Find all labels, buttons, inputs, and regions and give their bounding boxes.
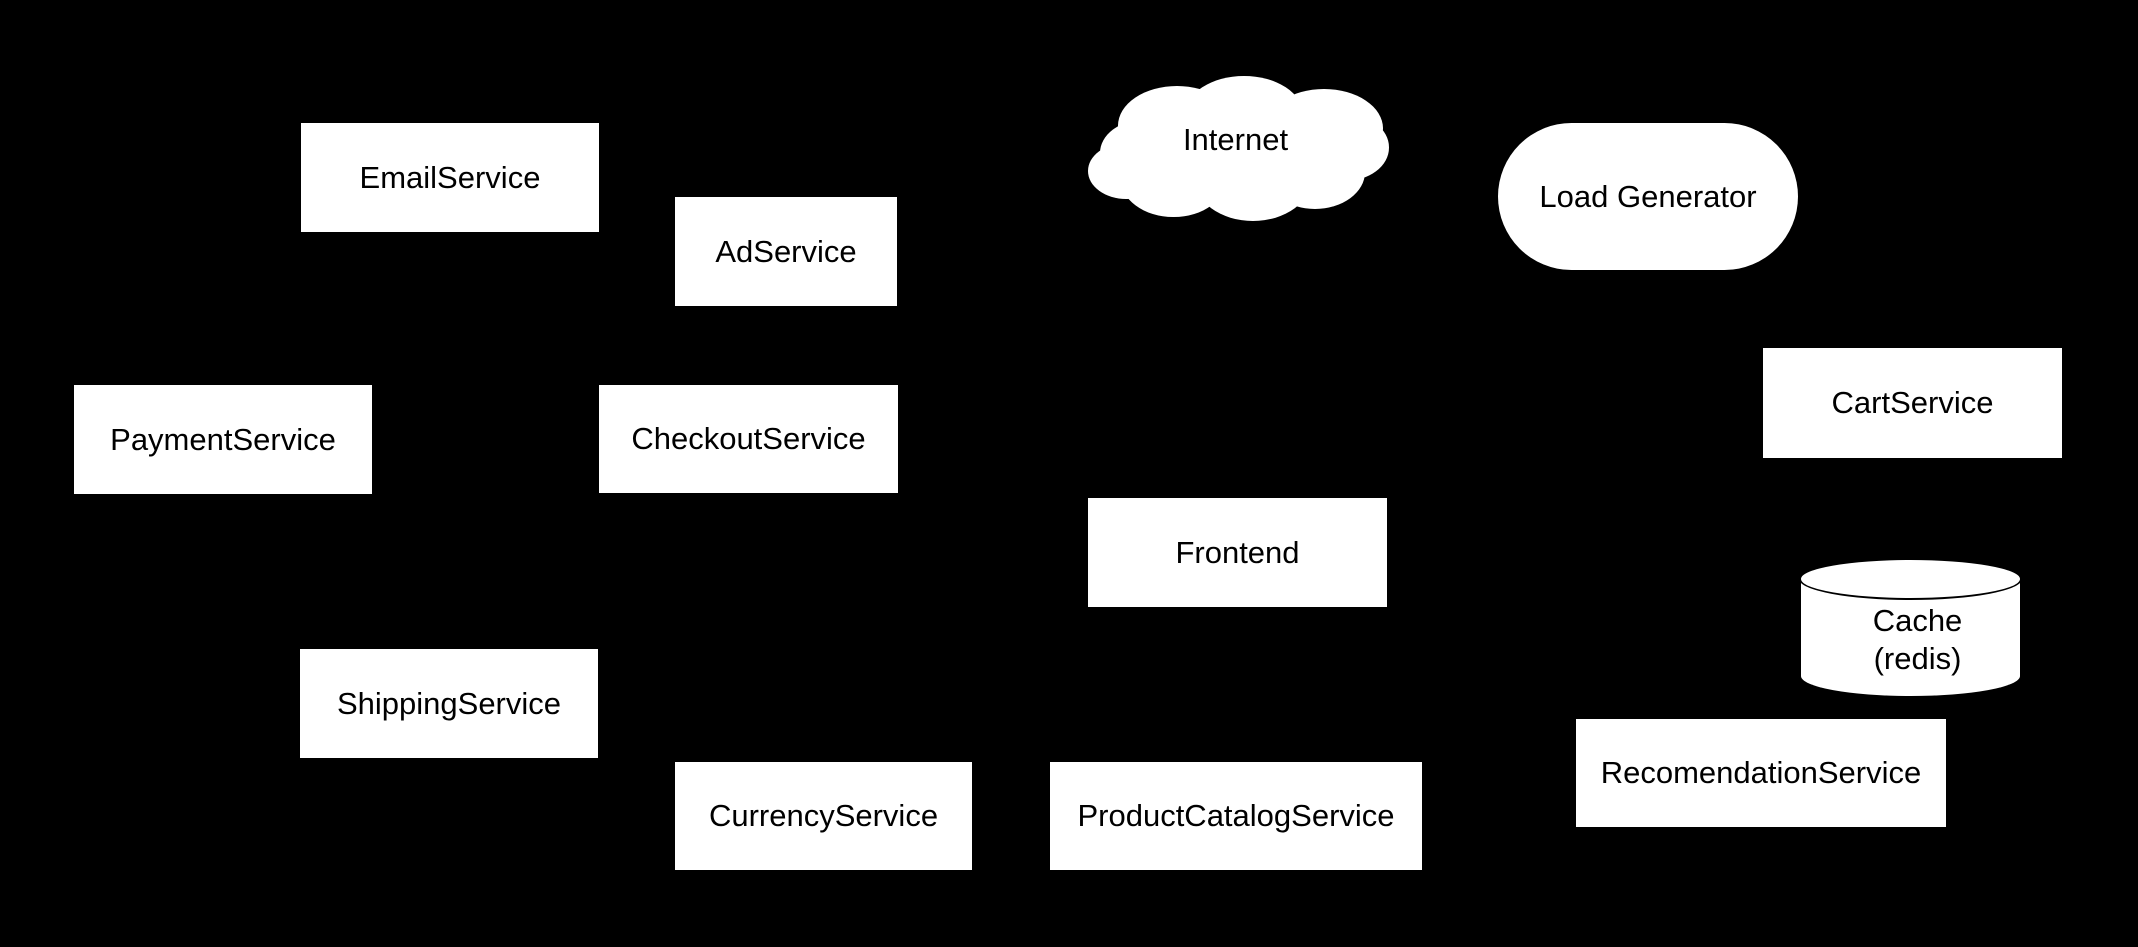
node-cart-service[interactable]: CartService — [1763, 348, 2062, 458]
node-internet[interactable]: Internet — [1088, 76, 1389, 221]
node-frontend[interactable]: Frontend — [1088, 498, 1387, 607]
product-catalog-service-label: ProductCatalogService — [1077, 798, 1395, 834]
cylinder-top-ellipse — [1799, 558, 2022, 600]
node-recomendation-service[interactable]: RecomendationService — [1576, 719, 1946, 827]
node-payment-service[interactable]: PaymentService — [74, 385, 372, 494]
email-service-label: EmailService — [359, 159, 541, 195]
node-load-generator[interactable]: Load Generator — [1498, 123, 1798, 270]
cache-redis-label: Cache (redis) — [1872, 602, 1963, 676]
cart-service-label: CartService — [1831, 385, 1994, 421]
checkout-service-label: CheckoutService — [631, 421, 866, 457]
node-cache-redis[interactable]: Cache (redis) — [1799, 558, 2022, 698]
recomendation-service-label: RecomendationService — [1600, 755, 1922, 791]
node-shipping-service[interactable]: ShippingService — [300, 649, 598, 758]
node-email-service[interactable]: EmailService — [301, 123, 599, 232]
internet-label: Internet — [1182, 122, 1289, 158]
cloud-puff-9 — [1152, 114, 1324, 192]
node-ad-service[interactable]: AdService — [675, 197, 897, 306]
load-generator-label: Load Generator — [1539, 178, 1757, 214]
node-checkout-service[interactable]: CheckoutService — [599, 385, 898, 493]
frontend-label: Frontend — [1175, 534, 1300, 570]
node-currency-service[interactable]: CurrencyService — [675, 762, 972, 870]
node-product-catalog-service[interactable]: ProductCatalogService — [1050, 762, 1422, 870]
shipping-service-label: ShippingService — [336, 685, 562, 721]
ad-service-label: AdService — [715, 233, 857, 269]
currency-service-label: CurrencyService — [708, 798, 939, 834]
payment-service-label: PaymentService — [110, 421, 336, 457]
